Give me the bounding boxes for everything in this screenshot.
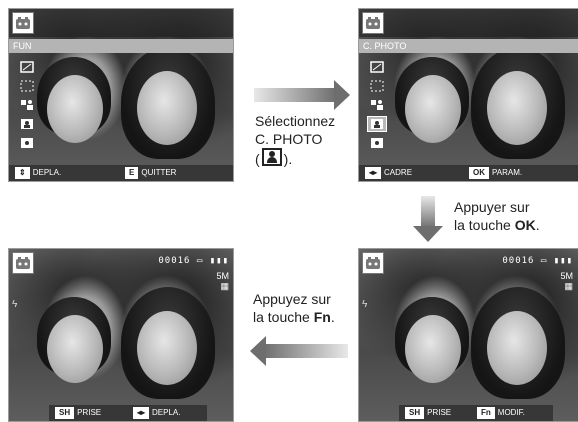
scene-mode-icon [12, 252, 34, 274]
crop-icon[interactable] [367, 78, 387, 94]
move-key: ⇕ [15, 167, 30, 179]
arrow-right [254, 80, 350, 110]
exit-label: QUITTER [141, 168, 177, 177]
composite-icon[interactable] [17, 97, 37, 113]
flash-icon: ϟ [12, 299, 18, 310]
frame-label: CADRE [384, 168, 413, 177]
battery-icon: ▮▮▮ [209, 256, 229, 266]
battery-icon: ▮▮▮ [553, 256, 573, 266]
shoot-label: PRISE [77, 408, 102, 417]
shoot-label: PRISE [427, 408, 452, 417]
top-bar [359, 9, 578, 37]
move-key: ◂▸ [133, 407, 150, 419]
portrait-icon[interactable] [367, 116, 387, 132]
crop-icon[interactable] [17, 78, 37, 94]
mode-label: FUN [9, 39, 233, 53]
scene-mode-icon [362, 252, 384, 274]
status-bar: 00016 ▭ ▮▮▮ [158, 256, 229, 266]
portrait-photo [9, 9, 233, 181]
portrait-photo [359, 249, 578, 421]
status-bar: 00016 ▭ ▮▮▮ [502, 256, 573, 266]
move-label: DEPLA. [152, 408, 181, 417]
move-label: DEPLA. [32, 168, 62, 177]
composite-icon[interactable] [367, 97, 387, 113]
spot-icon[interactable] [367, 135, 387, 151]
portrait-icon[interactable] [17, 116, 37, 132]
fn-key: Fn [477, 407, 495, 419]
resolution-indicator: 5M [560, 271, 573, 281]
step3-caption: Appuyez sur la touche Fn. [253, 291, 335, 325]
memory-icon: ▭ [540, 256, 548, 266]
portrait-photo [359, 9, 578, 181]
modify-label: MODIF. [497, 408, 525, 417]
fun-submenu [12, 59, 42, 154]
step1-caption: Sélectionnez C. PHOTO (). [255, 113, 336, 167]
side-status: 5M ▦ [560, 271, 573, 292]
resolution-indicator: 5M [216, 271, 229, 281]
step2-caption: Appuyer sur la touche OK. [454, 199, 540, 233]
flash-icon: ϟ [362, 299, 368, 310]
scene-mode-icon [362, 12, 384, 34]
portrait-photo [9, 249, 233, 421]
frame-icon[interactable] [17, 59, 37, 75]
scene-mode-icon [12, 12, 34, 34]
arrow-left [250, 336, 348, 366]
quality-icon: ▦ [564, 281, 573, 291]
arrow-down [413, 196, 443, 242]
fun-submenu [362, 59, 392, 154]
spot-icon[interactable] [17, 135, 37, 151]
top-bar [9, 9, 233, 37]
quality-icon: ▦ [220, 281, 229, 291]
shutter-key: SH [55, 407, 75, 419]
exit-key: E [125, 167, 139, 179]
side-status: 5M ▦ [216, 271, 229, 292]
memory-icon: ▭ [196, 256, 204, 266]
ok-key: OK [469, 167, 489, 179]
frame-icon[interactable] [367, 59, 387, 75]
shot-counter: 00016 [502, 256, 535, 266]
shutter-key: SH [405, 407, 425, 419]
shot-counter: 00016 [158, 256, 191, 266]
settings-label: PARAM. [492, 168, 523, 177]
mode-label: C. PHOTO [359, 39, 578, 53]
portrait-icon [261, 148, 282, 166]
frame-key: ◂▸ [365, 167, 382, 179]
